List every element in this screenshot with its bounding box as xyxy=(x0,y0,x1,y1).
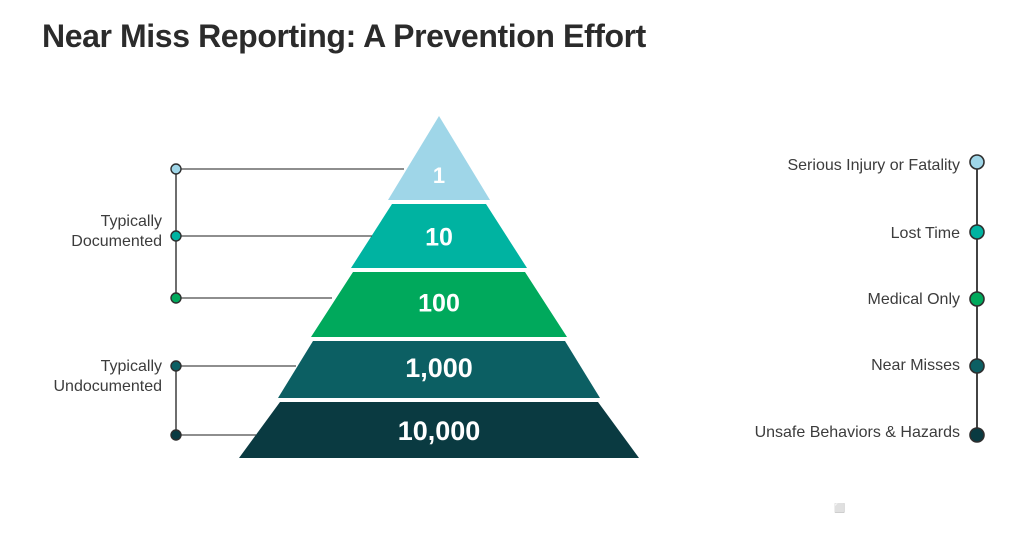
pyramid-tiers xyxy=(239,116,639,458)
pyramid-tier-1 xyxy=(388,116,490,200)
bracket-label-undocumented-line2: Undocumented xyxy=(53,378,162,396)
bracket-label-undocumented-line1: Typically xyxy=(100,358,162,375)
severity-dot-tier-3 xyxy=(969,291,985,307)
bracket-undocumented xyxy=(170,360,296,441)
severity-label-near-misses: Near Misses xyxy=(871,357,960,374)
bracket-label-undocumented: Typically Undocumented xyxy=(53,357,162,398)
severity-dot-tier-4 xyxy=(969,358,985,374)
pyramid-tier-2 xyxy=(351,204,527,268)
pyramid-tier-3-value: 100 xyxy=(418,290,460,318)
bracket-dot-tier-3 xyxy=(170,292,182,304)
pyramid-tier-2-value: 10 xyxy=(425,224,453,252)
bracket-dot-tier-4 xyxy=(170,360,182,372)
bracket-dot-tier-2 xyxy=(170,230,182,242)
pyramid-tier-values: 1 10 100 1,000 10,000 xyxy=(398,163,481,446)
pyramid-tier-3 xyxy=(311,272,567,337)
severity-dot-tier-2 xyxy=(969,224,985,240)
severity-legend-axis xyxy=(969,154,985,443)
pyramid-tier-5 xyxy=(239,402,639,458)
pyramid-tier-1-value: 1 xyxy=(433,163,445,188)
severity-label-serious-injury-or-fatality: Serious Injury or Fatality xyxy=(787,157,960,174)
severity-dot-tier-5 xyxy=(969,427,985,443)
bracket-label-documented: Typically Documented xyxy=(71,212,162,253)
bracket-dot-tier-1 xyxy=(170,163,182,175)
severity-label-medical-only: Medical Only xyxy=(867,291,960,308)
severity-label-unsafe-behaviors-and-hazards: Unsafe Behaviors & Hazards xyxy=(754,424,960,441)
bracket-label-documented-line1: Typically xyxy=(100,213,162,230)
pyramid-tier-4 xyxy=(278,341,600,398)
pyramid-tier-4-value: 1,000 xyxy=(405,353,473,383)
bracket-documented xyxy=(170,163,404,304)
severity-label-lost-time: Lost Time xyxy=(890,225,960,242)
bracket-dot-tier-5 xyxy=(170,429,182,441)
severity-dot-tier-1 xyxy=(969,154,985,170)
page-title: Near Miss Reporting: A Prevention Effort xyxy=(42,18,646,54)
bracket-label-documented-line2: Documented xyxy=(71,233,162,251)
watermark-artifact: ⬜ xyxy=(834,503,846,513)
pyramid-tier-5-value: 10,000 xyxy=(398,416,481,446)
